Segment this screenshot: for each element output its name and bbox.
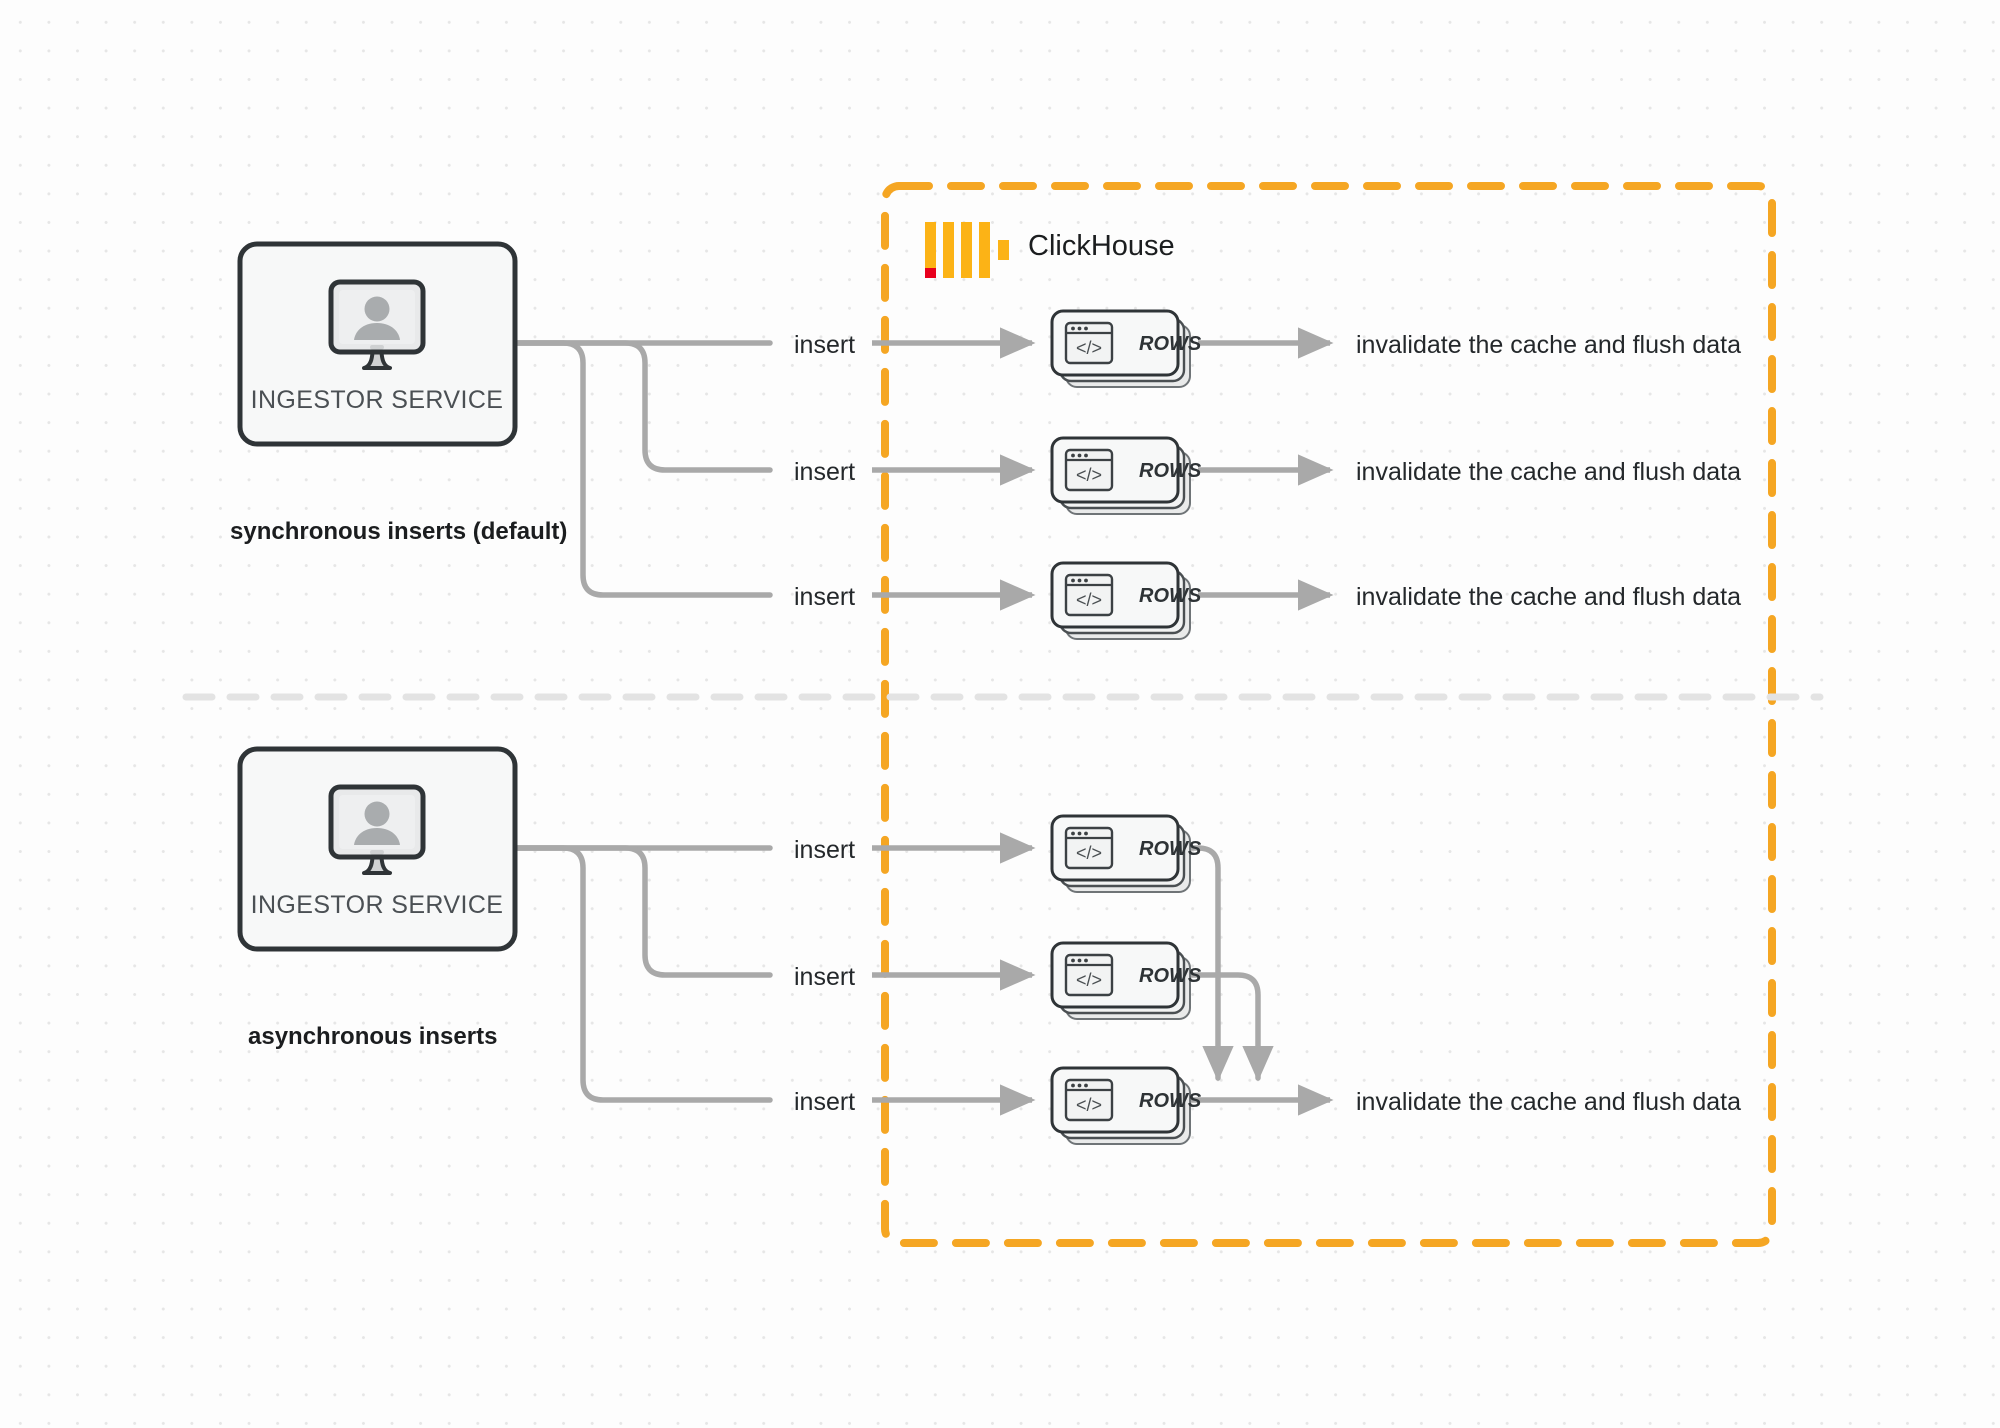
async-connectors bbox=[513, 845, 773, 1103]
sync-rows-label-1: ROWS bbox=[1139, 333, 1202, 355]
async-rows-node-1[interactable]: ROWS bbox=[1050, 814, 1202, 894]
async-rows-node-2[interactable]: ROWS bbox=[1050, 941, 1202, 1021]
async-insert-arrows bbox=[872, 832, 1036, 1116]
async-insert-label-2: insert bbox=[794, 963, 855, 991]
sync-result-label-2: invalidate the cache and flush data bbox=[1356, 458, 1741, 486]
sync-insert-label-3: insert bbox=[794, 583, 855, 611]
clickhouse-label: ClickHouse bbox=[1028, 230, 1175, 262]
sync-insert-label-2: insert bbox=[794, 458, 855, 486]
sync-rows-node-1[interactable]: ROWS bbox=[1050, 309, 1202, 389]
async-merge-connectors bbox=[1187, 845, 1274, 1082]
sync-result-label-1: invalidate the cache and flush data bbox=[1356, 331, 1741, 359]
async-rows-node-3[interactable]: ROWS bbox=[1050, 1066, 1202, 1146]
clickhouse-container bbox=[881, 182, 1776, 1247]
sync-rows-node-3[interactable]: ROWS bbox=[1050, 561, 1202, 641]
async-insert-label-1: insert bbox=[794, 836, 855, 864]
clickhouse-logo-icon bbox=[925, 222, 1009, 278]
async-mode-label: asynchronous inserts bbox=[248, 1023, 497, 1050]
async-ingestor-label: INGESTOR SERVICE bbox=[251, 891, 504, 919]
sync-insert-arrows bbox=[872, 327, 1036, 611]
sync-rows-label-2: ROWS bbox=[1139, 460, 1202, 482]
sync-ingestor-label: INGESTOR SERVICE bbox=[251, 386, 504, 414]
async-ingestor-service-node[interactable]: INGESTOR SERVICE bbox=[237, 746, 518, 952]
sync-mode-label: synchronous inserts (default) bbox=[230, 518, 567, 545]
sync-rows-label-3: ROWS bbox=[1139, 585, 1202, 607]
sync-rows-node-2[interactable]: ROWS bbox=[1050, 436, 1202, 516]
async-rows-label-3: ROWS bbox=[1139, 1090, 1202, 1112]
sync-result-label-3: invalidate the cache and flush data bbox=[1356, 583, 1741, 611]
sync-insert-label-1: insert bbox=[794, 331, 855, 359]
async-merged-result-label: invalidate the cache and flush data bbox=[1356, 1088, 1741, 1116]
sync-result-arrows bbox=[1198, 327, 1334, 611]
sync-ingestor-service-node[interactable]: INGESTOR SERVICE bbox=[237, 241, 518, 447]
sync-connectors bbox=[513, 340, 773, 598]
async-insert-label-3: insert bbox=[794, 1088, 855, 1116]
async-rows-label-1: ROWS bbox=[1139, 838, 1202, 860]
async-rows-label-2: ROWS bbox=[1139, 965, 1202, 987]
